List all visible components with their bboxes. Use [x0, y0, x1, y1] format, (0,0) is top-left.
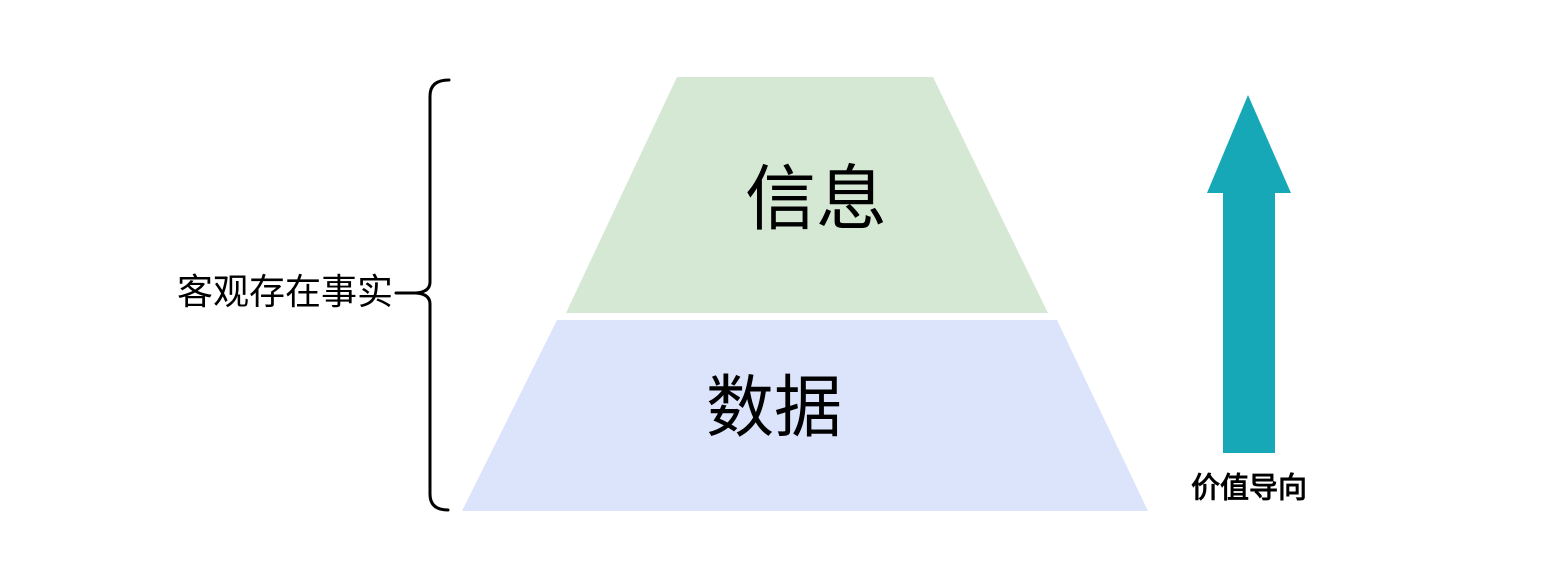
up-arrow-icon: [1207, 95, 1291, 453]
pyramid-layer-data-label: 数据: [705, 370, 843, 446]
pyramid-layer-information-label: 信息: [744, 160, 888, 240]
pyramid-layer-data: [462, 320, 1148, 511]
value-orientation-label: 价值导向: [1190, 472, 1308, 505]
objective-facts-label: 客观存在事实: [176, 271, 394, 312]
brace-icon: [414, 78, 451, 512]
pyramid-layer-information: [566, 77, 1048, 313]
